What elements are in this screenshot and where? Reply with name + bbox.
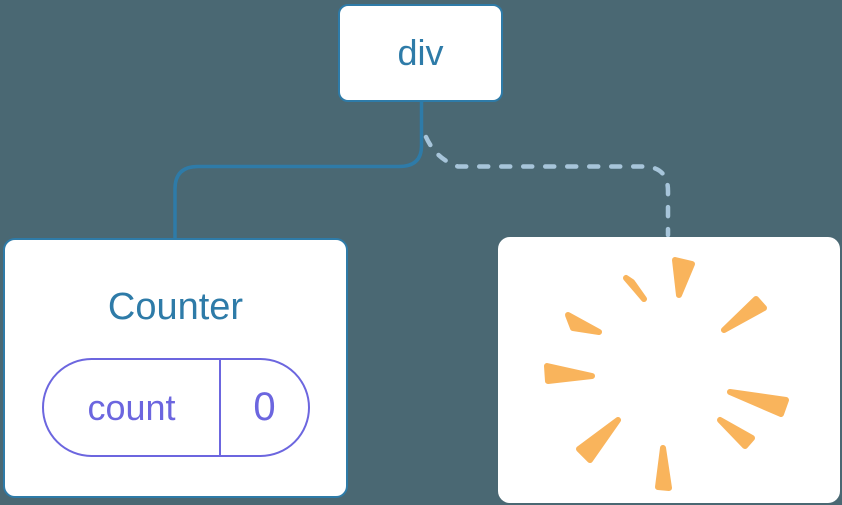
edge-dashed-line [423, 134, 671, 238]
state-value: 0 [253, 385, 276, 429]
edge-solid-line [173, 100, 424, 240]
tree-node-counter: Counter count 0 [3, 238, 348, 498]
poof-ray [576, 417, 621, 463]
poof-ray [544, 363, 595, 384]
poof-icon [544, 257, 789, 491]
poof-ray [672, 257, 695, 298]
state-pill: count 0 [42, 358, 310, 457]
poof-ray [717, 417, 755, 449]
poof-ray [721, 296, 767, 333]
tree-node-removed [498, 237, 840, 503]
poof-ray [565, 312, 602, 335]
component-title: Counter [107, 286, 244, 328]
poof-ray [727, 389, 789, 417]
state-key: count [44, 360, 221, 455]
node-div-label: div [397, 32, 444, 73]
tree-node-div: div [338, 4, 503, 102]
poof-ray [655, 445, 672, 491]
poof-ray [623, 275, 647, 302]
